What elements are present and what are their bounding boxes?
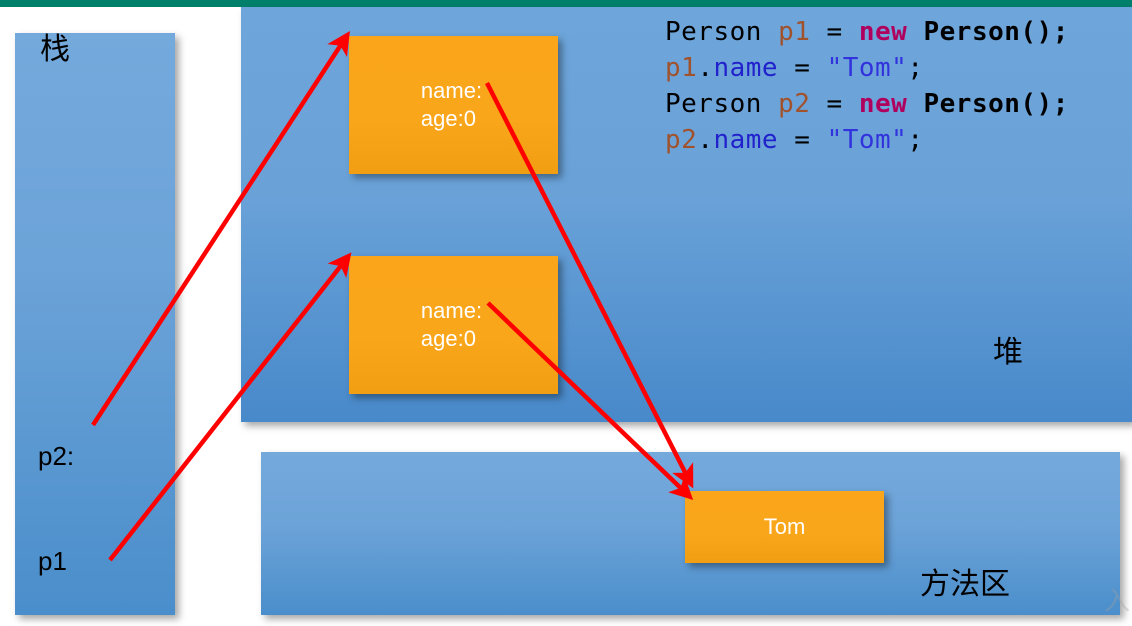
code-token: =	[810, 89, 859, 119]
string-constant-label: Tom	[763, 514, 806, 539]
code-token: p1	[778, 17, 811, 47]
code-token: Person	[665, 17, 779, 47]
code-token: .	[697, 125, 714, 155]
code-token: =	[778, 125, 827, 155]
code-token: "Tom"	[826, 125, 908, 155]
heap-region-label: 堆	[993, 335, 1023, 370]
code-token: "Tom"	[826, 53, 908, 83]
string-constant-box: Tom	[685, 491, 884, 563]
code-snippet: Person p1 = new Person();p1.name = "Tom"…	[665, 14, 1069, 158]
heap-object-2-field-age: age:0	[420, 326, 476, 351]
heap-object-1-field-age: age:0	[420, 106, 476, 131]
code-token: ;	[907, 53, 924, 83]
heap-object-1: name: age:0	[349, 36, 558, 174]
heap-object-2-field-name: name:	[420, 298, 483, 323]
top-accent-bar	[0, 0, 1132, 7]
code-token: .	[697, 53, 714, 83]
code-token: ;	[907, 125, 924, 155]
code-token	[907, 17, 923, 47]
method-area-region-label: 方法区	[920, 567, 1010, 602]
heap-object-1-field-name: name:	[420, 78, 483, 103]
code-token: p2	[778, 89, 811, 119]
code-token: new	[858, 89, 908, 119]
code-token: p2	[665, 125, 698, 155]
code-line: p1.name = "Tom";	[665, 50, 1069, 86]
watermark-glyph: 入	[1103, 587, 1130, 617]
stack-region-panel	[15, 33, 175, 615]
code-token: Person	[665, 89, 779, 119]
code-token: name	[713, 125, 779, 155]
code-line: Person p2 = new Person();	[665, 86, 1069, 122]
heap-object-2: name: age:0	[349, 256, 558, 394]
code-token: p1	[665, 53, 698, 83]
code-token	[907, 89, 923, 119]
code-token: Person();	[923, 17, 1069, 47]
code-token: new	[858, 17, 908, 47]
code-line: Person p1 = new Person();	[665, 14, 1069, 50]
code-token: =	[810, 17, 859, 47]
stack-variable-p1: p1	[38, 546, 67, 576]
code-line: p2.name = "Tom";	[665, 122, 1069, 158]
code-token: =	[778, 53, 827, 83]
code-token: Person();	[923, 89, 1069, 119]
code-token: name	[713, 53, 779, 83]
stack-region-label: 栈	[40, 32, 70, 67]
stack-variable-p2: p2:	[38, 441, 75, 471]
